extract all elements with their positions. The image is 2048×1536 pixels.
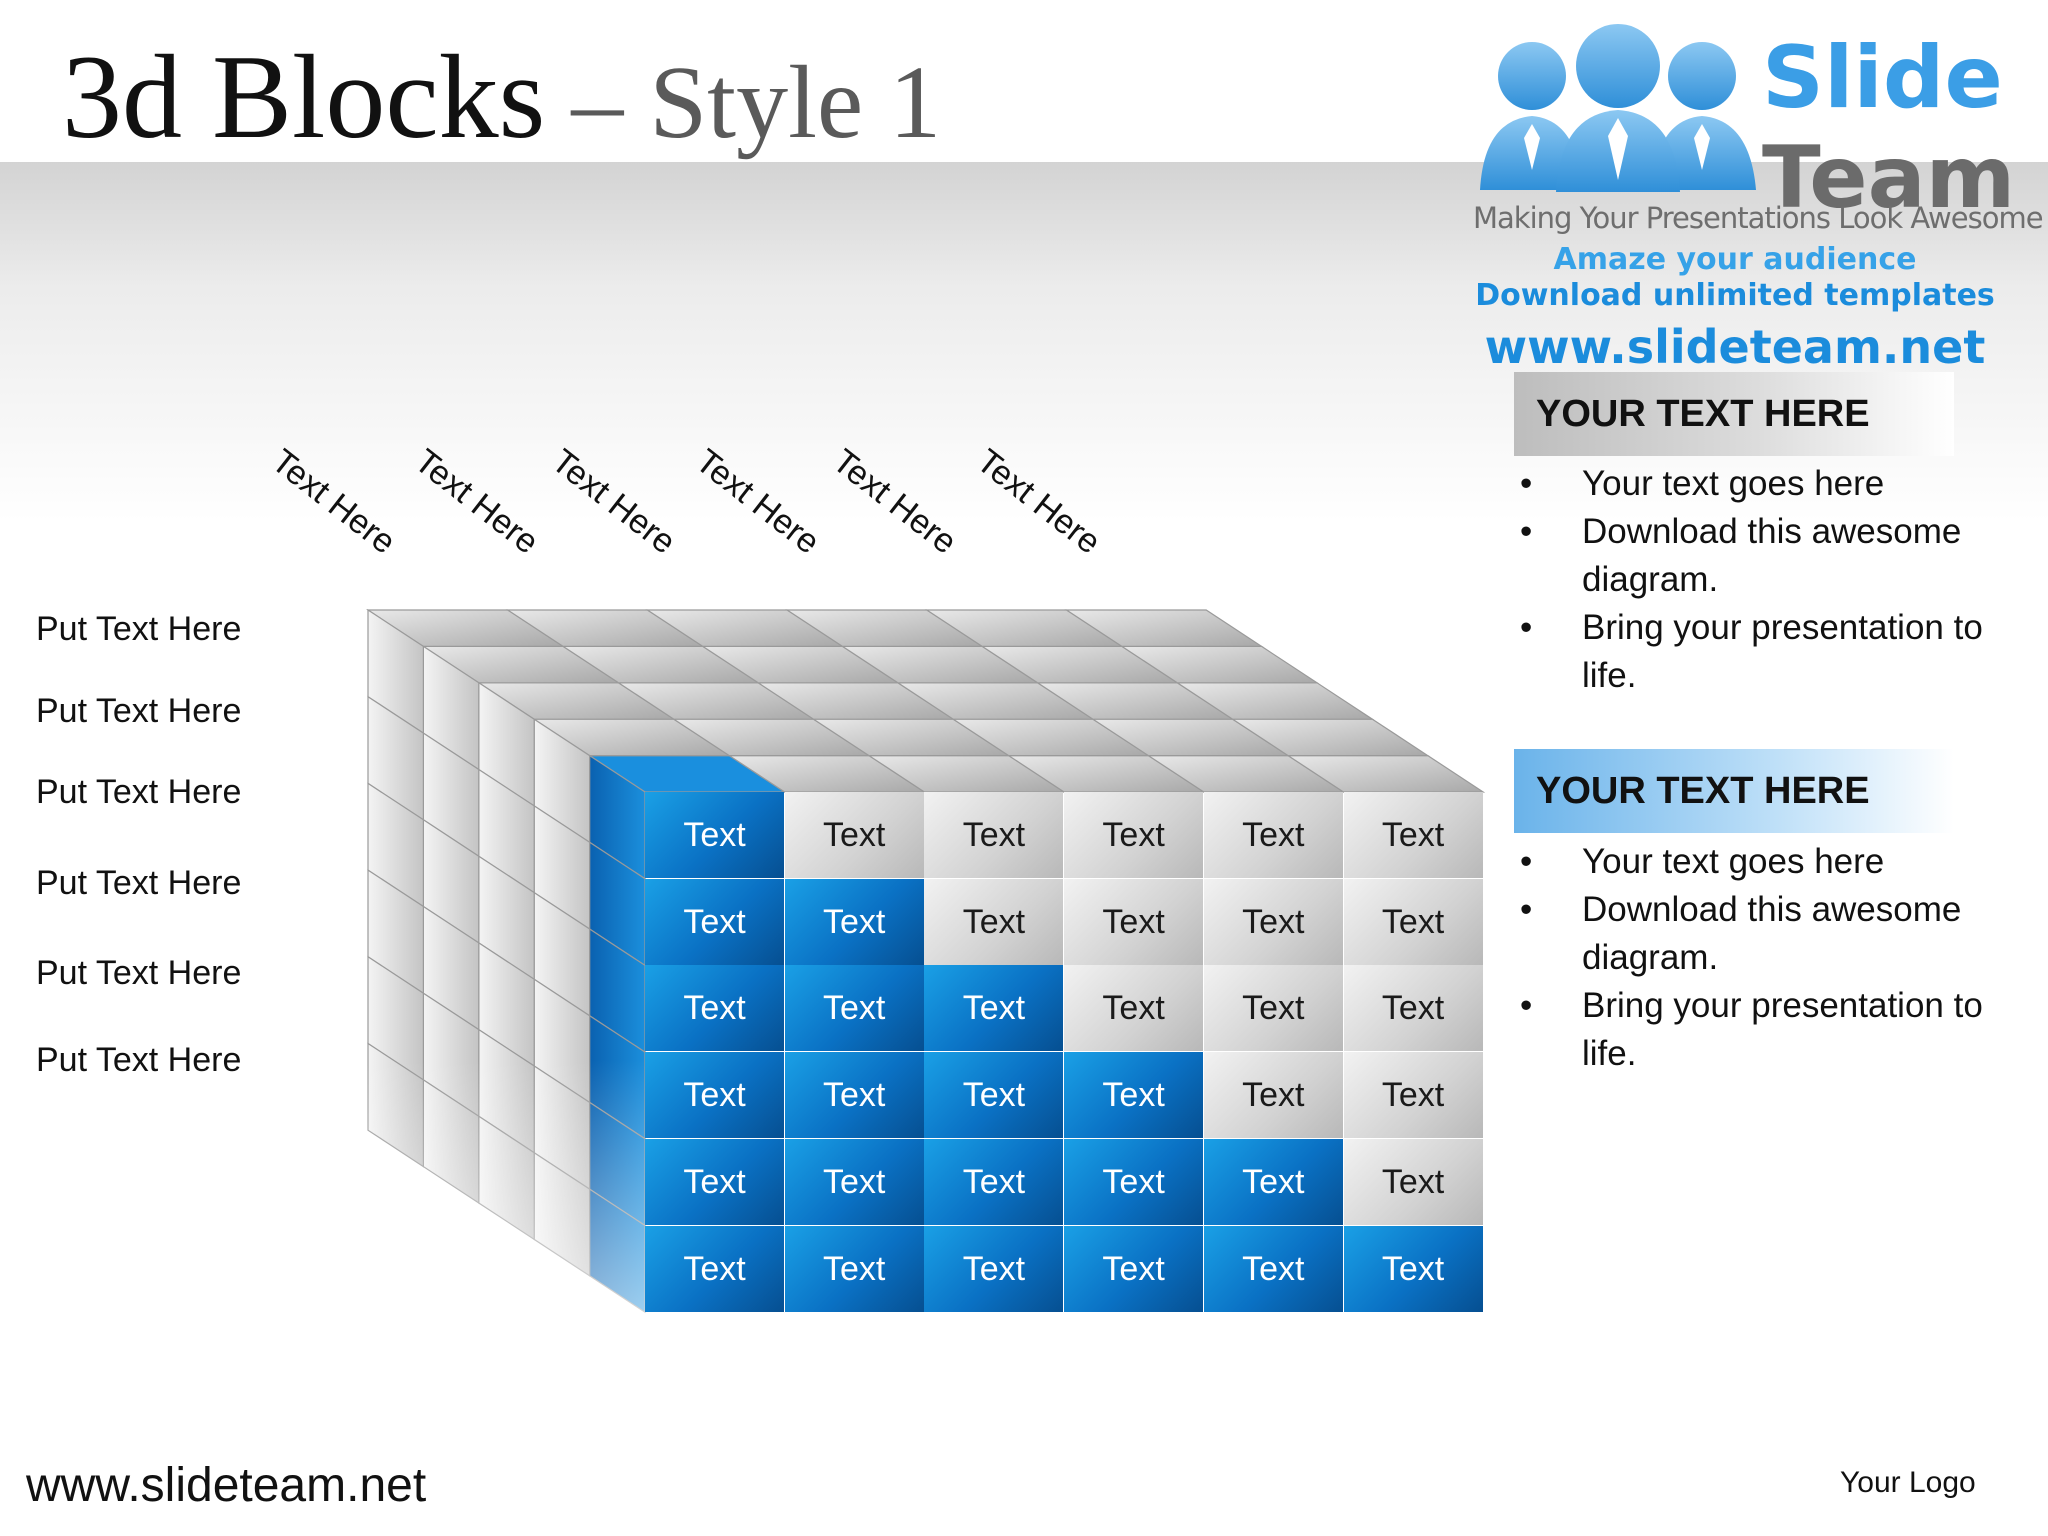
panel-1-bullets: •Your text goes here •Download this awes… [1514,460,2034,700]
grid-cell-highlighted: Text [645,1138,784,1225]
grid-cell-highlighted: Text [1064,1225,1204,1312]
footer-url[interactable]: www.slideteam.net [26,1459,427,1512]
brand-promo-2: Download unlimited templates [1475,278,1995,313]
grid-cell: Text [1343,792,1483,878]
grid-cell: Text [1064,965,1204,1052]
brand-team: Team [1762,128,2016,228]
grid-cell: Text [1343,965,1483,1052]
people-group-icon [1480,24,1756,192]
grid-cell-highlighted: Text [645,878,784,965]
grid-cell-highlighted: Text [924,1138,1064,1225]
grid-cell-highlighted: Text [784,1138,924,1225]
slide-title: 3d Blocks – Style 1 [62,28,941,166]
grid-cell: Text [1343,1138,1483,1225]
grid-cell: Text [1203,878,1343,965]
grid-cell: Text [1064,878,1204,965]
brand-promo-1: Amaze your audience [1553,242,1917,277]
cube-top-cell [1064,609,1264,648]
grid-cell-highlighted: Text [784,1225,924,1312]
row-label: Put Text Here [36,610,242,648]
grid-cell-highlighted: Text [784,1052,924,1139]
panel-1-bullet: •Bring your presentation to life. [1520,608,1983,695]
row-label: Put Text Here [36,773,242,811]
brand-tagline: Making Your Presentations Look Awesome [1473,201,2044,235]
brand-slide: Slide [1762,28,2003,128]
grid-cell-highlighted: Text [645,965,784,1052]
row-label: Put Text Here [36,692,242,730]
grid-cell-highlighted: Text [1064,1138,1204,1225]
title-dash: – [545,45,650,160]
row-label: Put Text Here [36,954,242,992]
panel-2-heading: YOUR TEXT HERE [1514,749,1954,833]
grid-cell-highlighted: Text [1343,1225,1483,1312]
grid-cell-highlighted: Text [645,1225,784,1312]
background-band [0,162,2048,522]
panel-2-bullets: •Your text goes here •Download this awes… [1514,838,2034,1078]
grid-cell-highlighted: Text [784,878,924,965]
title-main: 3d Blocks [62,30,546,163]
grid-cell-highlighted: Text [1064,1052,1204,1139]
grid-cell: Text [1343,878,1483,965]
grid-cell: Text [924,878,1064,965]
panel-2-bullet: •Your text goes here [1520,842,1885,881]
brand-url[interactable]: www.slideteam.net [1484,320,1986,374]
grid-cell: Text [1203,965,1343,1052]
grid-cell-highlighted: Text [924,965,1064,1052]
grid-cell: Text [1203,1052,1343,1139]
slideteam-logo: Slide Team Making Your Presentations Loo… [1470,20,2044,380]
grid-cell-highlighted: Text [645,1052,784,1139]
row-label: Put Text Here [36,864,242,902]
grid-cell-highlighted: Text [784,965,924,1052]
row-label: Put Text Here [36,1041,242,1079]
panel-1-bullet: •Your text goes here [1520,464,1885,503]
grid-cell-highlighted: Text [924,1052,1064,1139]
grid-cell: Text [1064,792,1204,878]
grid-cell-highlighted: Text [645,792,784,878]
grid-cell-highlighted: Text [1203,1225,1343,1312]
panel-2-bullet: •Download this awesome diagram. [1520,890,1962,977]
grid-cell: Text [784,792,924,878]
panel-1-heading: YOUR TEXT HERE [1514,372,1954,456]
grid-cell-highlighted: Text [924,1225,1064,1312]
panel-2-bullet: •Bring your presentation to life. [1520,986,1983,1073]
cube-top-face [365,609,1486,793]
grid-cell: Text [1203,792,1343,878]
grid-cell: Text [1343,1052,1483,1139]
panel-1-bullet: •Download this awesome diagram. [1520,512,1962,599]
grid-cell: Text [924,792,1064,878]
title-sub: Style 1 [649,45,942,160]
grid-cell-highlighted: Text [1203,1138,1343,1225]
footer-logo-placeholder: Your Logo [1840,1466,1976,1499]
